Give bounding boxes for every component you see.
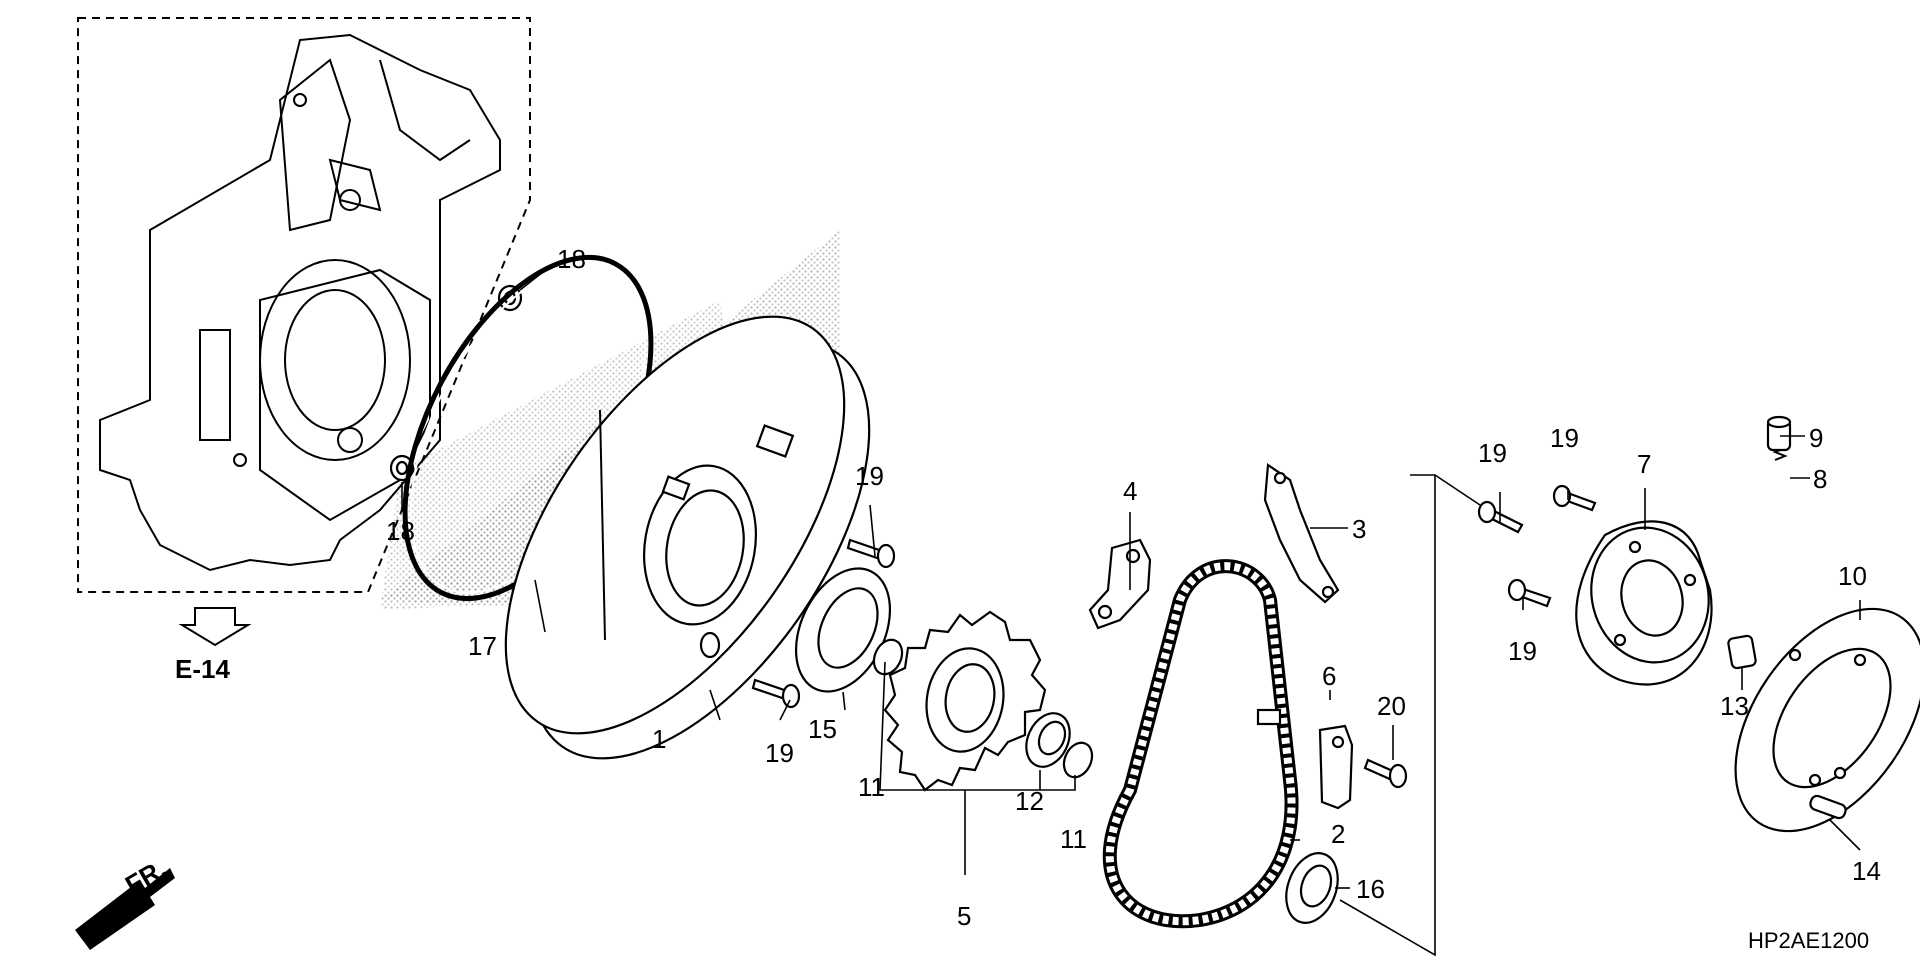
circlip-11-right xyxy=(1062,741,1094,779)
section-ref-arrow xyxy=(178,607,252,647)
callout-1: 1 xyxy=(652,724,666,754)
callout-11-left: 11 xyxy=(858,772,885,802)
callout-17: 17 xyxy=(468,631,497,661)
callout-16: 16 xyxy=(1356,874,1385,904)
bolt-19-d xyxy=(1552,484,1597,512)
callout-11-right: 11 xyxy=(1060,824,1087,854)
callouts: 1 2 3 4 5 6 7 8 9 10 11 11 12 13 14 15 1… xyxy=(386,244,1881,953)
callout-19-a: 19 xyxy=(855,461,884,491)
front-direction-arrow xyxy=(75,868,175,950)
roller-13 xyxy=(1727,634,1757,670)
one-way-clutch-7 xyxy=(1575,520,1713,686)
section-ref-label: E-14 xyxy=(175,654,230,684)
callout-19-c: 19 xyxy=(1478,438,1507,468)
pin-14 xyxy=(1809,794,1847,820)
oil-seal-16 xyxy=(1285,852,1339,924)
side-plate-10 xyxy=(1734,607,1920,833)
diagram-code: HP2AE1200 xyxy=(1748,928,1869,953)
bolt-19-b xyxy=(751,678,801,709)
bolt-19-e xyxy=(1507,578,1552,608)
sprocket-5 xyxy=(883,610,1047,792)
callout-3: 3 xyxy=(1352,514,1366,544)
callout-18-top: 18 xyxy=(557,244,586,274)
callout-5: 5 xyxy=(957,901,971,931)
callout-2: 2 xyxy=(1331,819,1345,849)
callout-4: 4 xyxy=(1123,476,1137,506)
callout-8: 8 xyxy=(1813,464,1827,494)
callout-6: 6 xyxy=(1322,661,1336,691)
bolt-19-a xyxy=(846,538,896,569)
bolt-19-c xyxy=(1477,500,1524,534)
circlip-11-left xyxy=(872,638,904,676)
callout-9: 9 xyxy=(1809,423,1823,453)
leader-lines xyxy=(401,271,1861,957)
chain-guide-3 xyxy=(1263,463,1340,604)
callout-12: 12 xyxy=(1015,786,1044,816)
cap-9 xyxy=(1766,415,1792,452)
bracket-4 xyxy=(1088,538,1152,630)
callout-19-e: 19 xyxy=(1508,636,1537,666)
callout-20: 20 xyxy=(1377,691,1406,721)
bearing-12 xyxy=(1025,712,1071,768)
oil-seal-15 xyxy=(794,567,892,693)
callout-10: 10 xyxy=(1838,561,1867,591)
drive-chain-2 xyxy=(1102,559,1299,929)
tensioner-6 xyxy=(1318,724,1354,810)
crankcase-reference-box xyxy=(77,17,531,593)
case-cover-1 xyxy=(504,315,871,760)
callout-15: 15 xyxy=(808,714,837,744)
callout-18-bottom: 18 xyxy=(386,516,415,546)
callout-19-b: 19 xyxy=(765,738,794,768)
callout-14: 14 xyxy=(1852,856,1881,886)
callout-19-d: 19 xyxy=(1550,423,1579,453)
callout-7: 7 xyxy=(1637,449,1651,479)
bolt-20 xyxy=(1363,758,1408,789)
callout-13: 13 xyxy=(1720,691,1749,721)
